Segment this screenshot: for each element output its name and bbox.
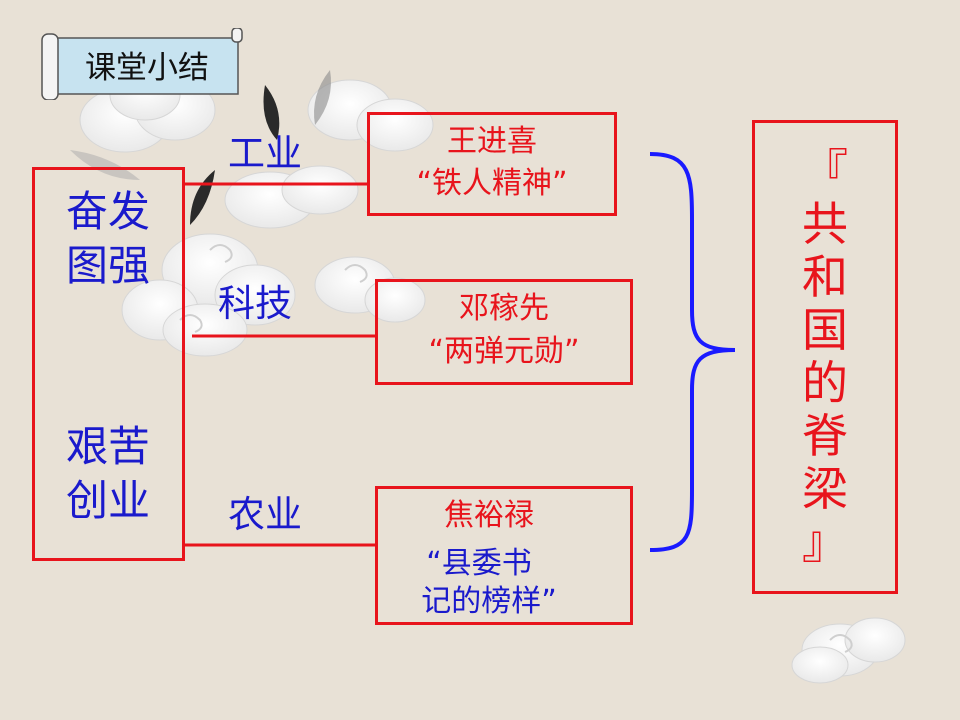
left-theme-box — [32, 167, 185, 561]
cloud-bottom — [791, 617, 906, 684]
left-line-1: 奋发 — [65, 187, 150, 236]
field-label-agriculture: 农业 — [228, 493, 302, 536]
left-line-4: 创业 — [65, 476, 150, 525]
person-title-wang: “铁人精神” — [416, 166, 568, 201]
person-title-jiao-line2: 记的榜样” — [421, 584, 557, 619]
summary-char-4: 的 — [802, 356, 848, 410]
person-name-wang: 王进喜 — [447, 124, 537, 159]
summary-char-1: 共 — [802, 197, 848, 251]
left-line-3: 艰苦 — [65, 422, 150, 471]
summary-title: 『 共 和 国 的 脊 梁 』 — [752, 120, 898, 594]
person-box-jiao — [375, 486, 633, 625]
summary-char-3: 国 — [802, 303, 848, 357]
field-label-technology: 科技 — [218, 282, 292, 325]
scroll-banner-shape — [41, 28, 243, 100]
left-line-2: 图强 — [65, 241, 150, 290]
summary-char-5: 脊 — [802, 409, 848, 463]
banner-title: 课堂小结 — [85, 50, 209, 86]
field-label-industry: 工业 — [228, 132, 302, 175]
summary-char-6: 梁 — [802, 462, 848, 516]
person-box-wang — [367, 112, 617, 216]
person-name-jiao: 焦裕禄 — [444, 498, 534, 533]
person-box-deng — [375, 279, 633, 385]
brace-shape — [649, 152, 736, 552]
person-title-deng: “两弹元勋” — [428, 334, 580, 369]
summary-box — [752, 120, 898, 594]
summary-char-7: 』 — [802, 515, 848, 569]
person-name-deng: 邓稼先 — [459, 291, 549, 326]
person-title-jiao-line1: “县委书 — [426, 546, 532, 581]
summary-char-0: 『 — [802, 144, 848, 198]
summary-char-2: 和 — [802, 250, 848, 304]
